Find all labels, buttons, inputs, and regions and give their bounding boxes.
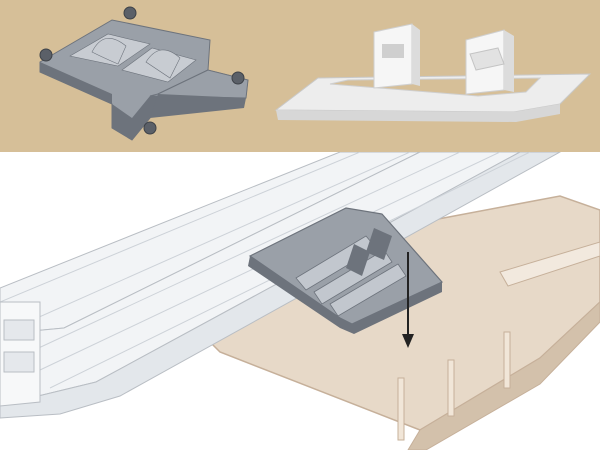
arrow-down-icon [402,252,414,348]
top-band [0,0,600,152]
bottom-area [0,152,600,450]
rail-clip-assembly-icon [0,152,600,450]
metal-clip-icon [39,6,249,141]
beige-profile [208,195,600,450]
clip-on-rail [248,207,443,334]
white-plastic-clip-icon [274,23,592,122]
top-band-svg [0,0,600,152]
